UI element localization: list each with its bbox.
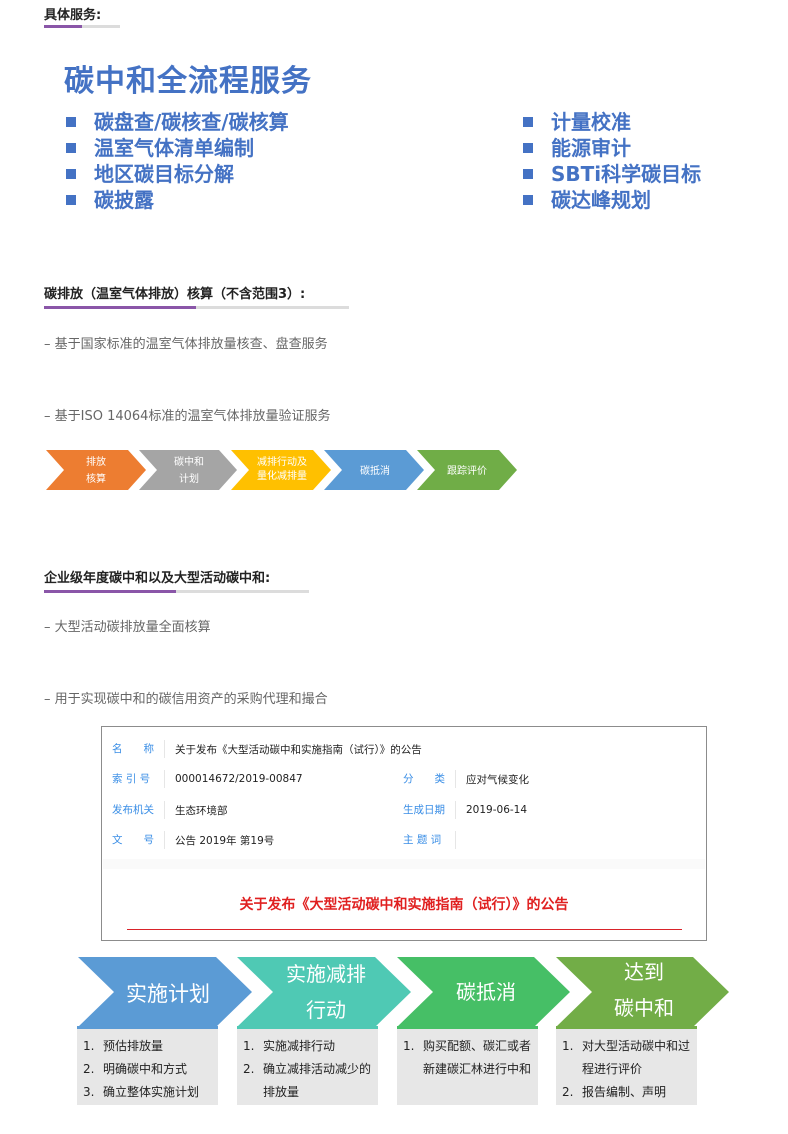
- process-step-plan-details: 1.预估排放量 2.明确碳中和方式 3.确立整体实施计划: [77, 1026, 218, 1105]
- heading-underline: [44, 306, 349, 309]
- detail-item: 2.确立减排活动减少的排放量: [243, 1062, 372, 1099]
- accounting-line-1: – 基于国家标准的温室气体排放量核查、盘查服务: [44, 337, 328, 352]
- process-step-achieve: 达到 碳中和: [556, 957, 729, 1027]
- notice-row-docnum: 文 号 公告 2019年 第19号: [112, 831, 274, 849]
- process-step-plan: 实施计划: [78, 957, 252, 1027]
- svg-text:排放: 排放: [86, 455, 106, 468]
- enterprise-line-2: – 用于实现碳中和的碳信用资产的采购代理和撮合: [44, 692, 328, 707]
- notice-row-keywords: 主 题 词: [403, 831, 466, 849]
- flow-step-plan: 碳中和 计划: [139, 450, 237, 490]
- square-bullet-icon: [523, 169, 533, 179]
- notice-row-publisher: 发布机关 生态环境部: [112, 801, 228, 819]
- svg-text:跟踪评价: 跟踪评价: [447, 464, 487, 477]
- services-big-title: 碳中和全流程服务: [64, 64, 312, 99]
- square-bullet-icon: [66, 117, 76, 127]
- svg-text:碳抵消: 碳抵消: [456, 980, 516, 1004]
- section-heading-services: 具体服务:: [44, 8, 102, 23]
- service-item: 计量校准: [523, 109, 701, 135]
- square-bullet-icon: [523, 117, 533, 127]
- detail-item: 3.确立整体实施计划: [83, 1085, 200, 1099]
- heading-underline: [44, 25, 120, 28]
- service-item: 碳披露: [66, 187, 289, 213]
- enterprise-line-1: – 大型活动碳排放量全面核算: [44, 620, 211, 635]
- svg-text:减排行动及: 减排行动及: [257, 455, 307, 468]
- svg-text:达到: 达到: [624, 960, 664, 984]
- flow-step-reduction: 减排行动及 量化减排量: [231, 450, 331, 490]
- square-bullet-icon: [66, 195, 76, 205]
- service-item: 碳达峰规划: [523, 187, 701, 213]
- notice-row-date: 生成日期 2019-06-14: [403, 801, 527, 819]
- section-heading-enterprise: 企业级年度碳中和以及大型活动碳中和:: [44, 571, 271, 586]
- heading-underline: [44, 590, 309, 593]
- detail-item: 2.报告编制、声明: [562, 1085, 667, 1099]
- process-step-offset: 碳抵消: [397, 957, 570, 1027]
- notice-row-index: 索 引 号 000014672/2019-00847: [112, 770, 303, 788]
- accounting-line-2: – 基于ISO 14064标准的温室气体排放量验证服务: [44, 409, 331, 424]
- square-bullet-icon: [66, 169, 76, 179]
- svg-text:碳中和: 碳中和: [614, 996, 674, 1020]
- detail-item: 1.实施减排行动: [243, 1039, 336, 1053]
- notice-row-category: 分 类 应对气候变化: [403, 770, 529, 788]
- process-step-reduction-details: 1.实施减排行动 2.确立减排活动减少的排放量: [237, 1026, 378, 1105]
- detail-item: 1.预估排放量: [83, 1039, 164, 1053]
- detail-item: 1.购买配额、碳汇或者新建碳汇林进行中和: [403, 1039, 532, 1076]
- flow-step-tracking: 跟踪评价: [417, 450, 517, 490]
- notice-title: 关于发布《大型活动碳中和实施指南（试行）》的公告: [239, 897, 569, 913]
- process-step-offset-details: 1.购买配额、碳汇或者新建碳汇林进行中和: [397, 1026, 538, 1105]
- detail-item: 2.明确碳中和方式: [83, 1062, 188, 1076]
- square-bullet-icon: [66, 143, 76, 153]
- service-item: 碳盘查/碳核查/碳核算: [66, 109, 289, 135]
- notice-box: 名 称 关于发布《大型活动碳中和实施指南（试行）》的公告 索 引 号 00001…: [101, 726, 707, 941]
- svg-text:行动: 行动: [306, 998, 346, 1022]
- service-item: 地区碳目标分解: [66, 161, 289, 187]
- notice-row-name: 名 称 关于发布《大型活动碳中和实施指南（试行）》的公告: [112, 740, 422, 758]
- svg-text:计划: 计划: [179, 472, 199, 485]
- square-bullet-icon: [523, 195, 533, 205]
- carbon-neutral-process-diagram: 实施计划 实施减排 行动 碳抵消 达到 碳中和: [76, 955, 736, 1029]
- square-bullet-icon: [523, 143, 533, 153]
- svg-text:碳中和: 碳中和: [174, 455, 204, 468]
- detail-item: 1.对大型活动碳中和过程进行评价: [562, 1039, 691, 1076]
- section-heading-accounting: 碳排放（温室气体排放）核算（不含范围3）:: [44, 287, 306, 302]
- services-list-right: 计量校准 能源审计 SBTi科学碳目标 碳达峰规划: [523, 109, 701, 213]
- notice-divider-band: [103, 859, 705, 869]
- svg-text:量化减排量: 量化减排量: [257, 469, 307, 482]
- process-step-reduction: 实施减排 行动: [237, 957, 411, 1027]
- accounting-flow-diagram: 排放 核算 碳中和 计划 减排行动及 量化减排量 碳抵消 跟踪评价: [44, 449, 519, 491]
- flow-step-offset: 碳抵消: [324, 450, 424, 490]
- service-item: 温室气体清单编制: [66, 135, 289, 161]
- services-list-left: 碳盘查/碳核查/碳核算 温室气体清单编制 地区碳目标分解 碳披露: [66, 109, 289, 213]
- process-step-achieve-details: 1.对大型活动碳中和过程进行评价 2.报告编制、声明: [556, 1026, 697, 1105]
- service-item: 能源审计: [523, 135, 701, 161]
- svg-text:核算: 核算: [86, 472, 106, 485]
- svg-text:实施减排: 实施减排: [286, 962, 366, 986]
- svg-text:碳抵消: 碳抵消: [360, 464, 390, 477]
- flow-step-emission: 排放 核算: [46, 450, 146, 490]
- svg-text:实施计划: 实施计划: [126, 982, 210, 1006]
- service-item: SBTi科学碳目标: [523, 161, 701, 187]
- notice-red-rule: [127, 929, 682, 930]
